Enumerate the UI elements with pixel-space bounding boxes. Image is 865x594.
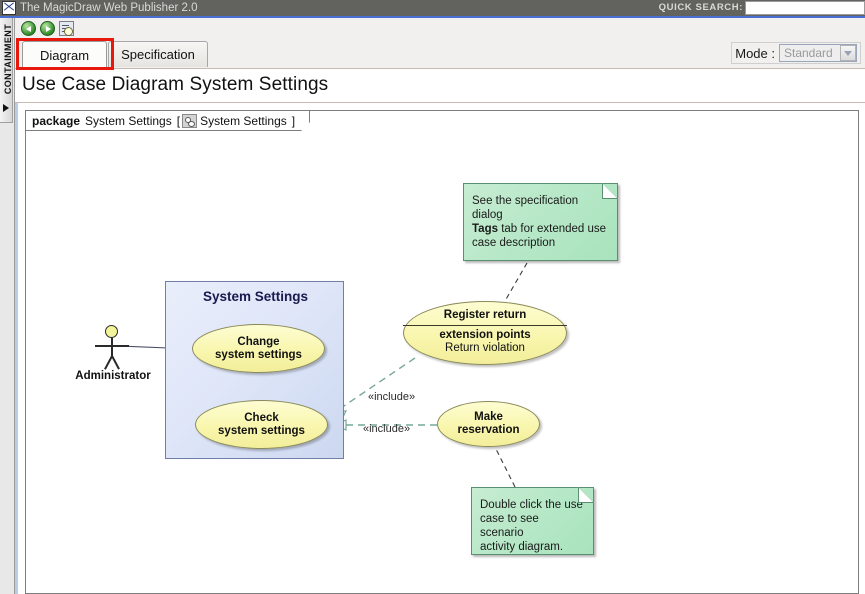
note-specification-tags[interactable]: See the specification dialog Tags tab fo…: [463, 183, 618, 261]
triangle-right-icon[interactable]: [3, 104, 9, 112]
page-title: Use Case Diagram System Settings: [22, 74, 329, 95]
title-bar: The MagicDraw Web Publisher 2.0 QUICK SE…: [0, 0, 865, 16]
frame-bracket-close: ]: [291, 113, 296, 128]
actor-body: [111, 338, 113, 357]
back-arrow-icon[interactable]: [21, 21, 36, 36]
forward-arrow-icon[interactable]: [40, 21, 55, 36]
tab-specification[interactable]: Specification: [108, 41, 208, 67]
quick-search-label: QUICK SEARCH:: [658, 2, 743, 13]
mode-label: Mode :: [735, 45, 775, 61]
actor-administrator[interactable]: Administrator: [75, 325, 151, 383]
note-top-line3: case description: [472, 237, 556, 249]
include-label-1: «include»: [368, 391, 416, 403]
note-double-click-scenario[interactable]: Double click the use case to see scenari…: [471, 487, 594, 555]
tab-diagram[interactable]: Diagram: [22, 41, 107, 68]
use-case-register-compartment-title: extension points: [439, 329, 531, 341]
note-bottom-line1: Double click the use: [480, 499, 583, 511]
containment-label: CONTAINMENT: [3, 23, 13, 95]
use-case-check-line1: Check: [244, 411, 279, 424]
use-case-register-return[interactable]: Register return extension points Return …: [403, 301, 567, 365]
canvas-left-rail: [15, 103, 18, 594]
mode-value: Standard: [784, 46, 833, 60]
diagram-canvas[interactable]: package System Settings [ System Setting…: [15, 103, 865, 594]
note-top-line1: See the specification dialog: [472, 195, 579, 221]
package-icon: [182, 114, 197, 128]
document-search-icon[interactable]: [59, 21, 74, 36]
include-label-2: «include»: [363, 423, 411, 435]
magicdraw-logo-icon: [2, 1, 16, 15]
note-bottom-line2: case to see scenario: [480, 513, 539, 539]
note-bottom-line3: activity diagram.: [480, 541, 564, 553]
note-top-bold: Tags: [472, 223, 498, 235]
frame-keyword: package: [32, 113, 81, 128]
tab-diagram-label: Diagram: [39, 47, 90, 63]
containment-tab[interactable]: CONTAINMENT: [0, 18, 13, 123]
actor-leg-right: [111, 355, 120, 370]
use-case-check-line2: system settings: [218, 424, 305, 437]
mode-control: Mode : Standard: [731, 42, 861, 64]
tab-strip: Diagram Specification Mode : Standard: [15, 38, 865, 70]
accent-rule: [0, 16, 865, 18]
chevron-down-icon[interactable]: [840, 45, 856, 61]
actor-name: Administrator: [75, 370, 151, 382]
note-top-line2: Tags tab for extended use: [472, 222, 609, 236]
use-case-make-reservation[interactable]: Make reservation: [437, 401, 540, 447]
use-case-change-line1: Change: [237, 335, 280, 348]
tab-specification-label: Specification: [121, 47, 195, 62]
mode-select[interactable]: Standard: [779, 44, 857, 62]
use-case-change-line2: system settings: [215, 348, 302, 361]
containment-sidebar[interactable]: CONTAINMENT: [0, 18, 15, 594]
quick-search-input[interactable]: [745, 1, 865, 15]
frame-bracket-open: [: [176, 113, 181, 128]
use-case-make-line1: Make: [474, 411, 503, 423]
note-top-line2-rest: tab for extended use: [498, 223, 607, 235]
use-case-register-divider: [403, 325, 567, 326]
title-divider: [15, 102, 865, 103]
use-case-make-line2: reservation: [457, 424, 520, 436]
use-case-register-compartment-item: Return violation: [445, 342, 525, 354]
use-case-register-name: Register return: [443, 309, 527, 321]
actor-stickman-icon: [105, 325, 118, 338]
package-title: System Settings: [202, 289, 309, 304]
frame-name: System Settings: [85, 113, 172, 128]
toolbar: [15, 18, 865, 38]
actor-arms: [95, 345, 129, 347]
app-title: The MagicDraw Web Publisher 2.0: [20, 2, 198, 14]
frame-ref-name: System Settings: [200, 113, 287, 128]
use-case-change-system-settings[interactable]: Change system settings: [192, 324, 325, 373]
use-case-check-system-settings[interactable]: Check system settings: [195, 400, 328, 449]
frame-header: package System Settings [ System Setting…: [26, 111, 310, 131]
